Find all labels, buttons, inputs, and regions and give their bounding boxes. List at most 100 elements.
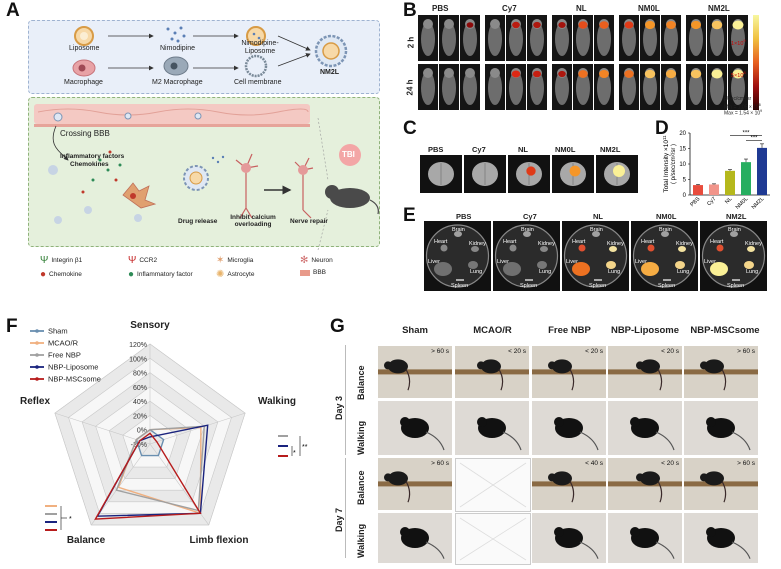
mouse-body — [597, 22, 611, 56]
c-group-nm2l: NM2L — [600, 145, 621, 154]
e-organ-label-liver: Liver — [566, 259, 578, 265]
mouse-photo — [455, 346, 529, 398]
d-sig-label-2: *** — [750, 135, 758, 141]
d-x-tick-label: NM0L — [735, 196, 750, 211]
d-x-tick-label: NM2L — [751, 196, 766, 211]
liver-organ — [434, 262, 452, 276]
mouse-body — [421, 22, 435, 56]
d-y-axis-unit: ( p/sec/cm²/sr ) — [671, 144, 677, 184]
label-inflammatory-factors: Inflammatory factors — [60, 153, 125, 160]
radar-tick-label: 40% — [133, 399, 147, 406]
mouse-photo — [608, 346, 682, 398]
tbi-mouse-icon — [325, 144, 379, 215]
c-group-nl: NL — [518, 145, 528, 154]
radar-tick-label: 20% — [133, 413, 147, 420]
radar-tick-label: 120% — [129, 342, 147, 349]
e-organ-label-lung: Lung — [746, 269, 758, 275]
e-organ-label-heart: Heart — [572, 239, 586, 245]
panel-label-f: F — [6, 316, 18, 337]
mouse-body — [530, 22, 544, 56]
b-scale-mid: 5×108 — [731, 70, 746, 79]
nimodipine-icon — [166, 26, 186, 43]
radar-tick-label: 100% — [129, 356, 147, 363]
balance-sig-label: * — [69, 516, 72, 523]
mouse-body — [421, 71, 435, 105]
e-organ-label-spleen: Spleen — [451, 283, 468, 289]
g-photo-tile — [684, 513, 758, 563]
e-organ-label-heart: Heart — [710, 239, 724, 245]
radar-series-free-nbp — [115, 425, 206, 512]
e-organ-label-lung: Lung — [539, 269, 551, 275]
heart-organ — [509, 244, 517, 252]
label-cell-membrane: Cell membrane — [234, 79, 282, 86]
fluorescence-signal — [599, 21, 609, 29]
g-time-label: < 20 s — [508, 348, 526, 355]
brain-signal — [569, 165, 581, 177]
microglia-icon: ✶ — [216, 255, 225, 266]
mouse-head — [444, 19, 454, 29]
mouse-head — [490, 68, 500, 78]
g-photo-tile: < 20 s — [608, 346, 682, 398]
liposome-icon — [74, 26, 94, 46]
lung-organ — [744, 261, 754, 269]
panel-c-brain-images — [420, 155, 638, 193]
fluorescence-signal — [624, 70, 634, 78]
mouse-head — [490, 19, 500, 29]
fluorescence-signal — [645, 20, 655, 30]
legend-microglia: ✶Microglia — [216, 255, 254, 266]
fluorescence-signal — [732, 69, 744, 79]
mouse-head — [465, 68, 475, 78]
radar-spoke — [149, 412, 246, 445]
mouse-body — [442, 22, 456, 56]
spleen-organ — [525, 279, 533, 281]
e-organ-label-spleen: Spleen — [658, 283, 675, 289]
e-organ-label-brain: Brain — [452, 227, 465, 233]
panel-label-c: C — [403, 118, 417, 139]
d-x-tick-label: PBS — [689, 196, 701, 208]
g-photo-tile — [378, 513, 452, 563]
fluorescence-signal — [644, 69, 656, 79]
d-x-tick-label: Cy7 — [706, 196, 717, 207]
d-sig-label-1: *** — [742, 130, 750, 136]
mouse-body — [463, 22, 477, 56]
inflammatory-factor-icon: ● — [128, 269, 135, 280]
radar-axis-label-limb-flexion: Limb flexion — [190, 535, 249, 546]
e-organ-label-lung: Lung — [677, 269, 689, 275]
e-organ-label-heart: Heart — [503, 239, 517, 245]
label-m2-macrophage: M2 Macrophage — [152, 79, 203, 86]
g-photo-tile — [378, 401, 452, 455]
mouse-head — [444, 68, 454, 78]
integrin-icon: Ψ — [40, 255, 49, 266]
mouse-body — [731, 71, 745, 105]
d-bar-nm0l — [741, 162, 751, 195]
radar-legend-marker — [35, 365, 39, 369]
e-organ-label-heart: Heart — [434, 239, 448, 245]
e-organ-label-spleen: Spleen — [727, 283, 744, 289]
e-organ-label-kidney: Kidney — [607, 241, 624, 247]
g-col-mcaor: MCAO/R — [473, 325, 512, 336]
neuron-icon — [235, 153, 259, 219]
radar-tick-label: 0% — [137, 428, 147, 435]
nimodipine-liposome-icon — [246, 26, 266, 46]
g-time-label: > 60 s — [431, 348, 449, 355]
d-bar-pbs — [693, 185, 703, 195]
radar-series-nbp-mscsome — [94, 432, 202, 520]
chemokine-icon: ● — [40, 269, 47, 280]
e-group-pbs: PBS — [456, 212, 472, 221]
b-scale-max: Max = 1.54 × 109 — [724, 109, 763, 117]
g-day3-bracket — [345, 345, 346, 455]
mouse-body — [488, 22, 502, 56]
liver-organ — [641, 262, 659, 276]
c-group-pbs: PBS — [428, 145, 444, 154]
b-group-pbs: PBS — [432, 4, 449, 13]
mouse-body — [622, 71, 636, 105]
g-col-nbp-mscsome: NBP-MSCsome — [690, 325, 760, 336]
mouse-photo — [684, 346, 758, 398]
spleen-organ — [456, 279, 464, 281]
label-nimodipine-liposome: Nimodipine- Liposome — [241, 40, 279, 55]
label-macrophage: Macrophage — [64, 79, 103, 86]
radar-axis-label-sensory: Sensory — [130, 320, 170, 331]
label-liposome: Liposome — [69, 45, 100, 52]
radar-axis-label-walking: Walking — [258, 396, 296, 407]
